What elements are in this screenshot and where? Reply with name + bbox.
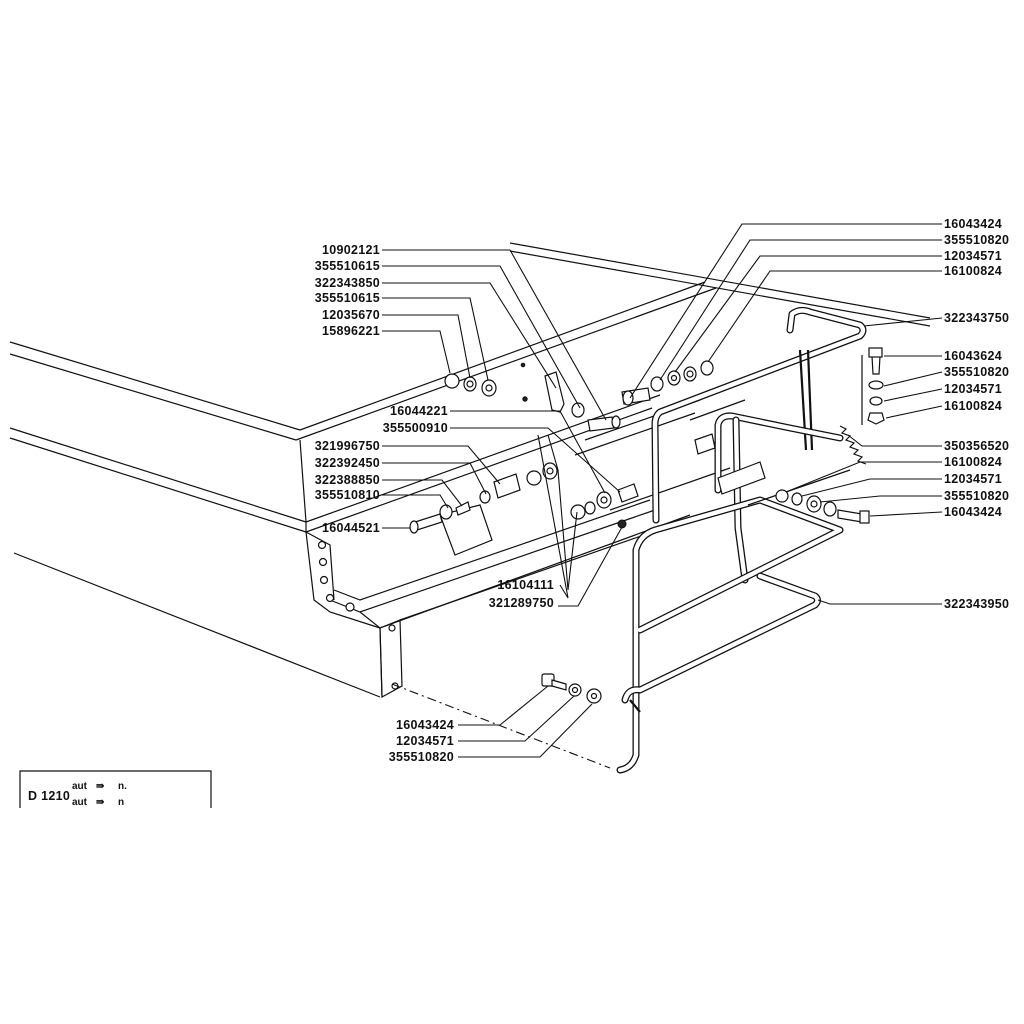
legend-arrow-1: ⇛: [96, 781, 105, 792]
label-12034571-a: 12034571: [944, 249, 1002, 263]
label-322343950: 322343950: [944, 597, 1009, 611]
legend-line2-text: aut: [72, 797, 88, 808]
label-321996750: 321996750: [315, 439, 380, 453]
label-355510615-a: 355510615: [315, 259, 380, 273]
label-16043424-a: 16043424: [944, 217, 1002, 231]
label-16104111: 16104111: [497, 578, 554, 592]
label-16044521: 16044521: [322, 521, 380, 535]
label-bottom-355510820: 355510820: [389, 750, 454, 764]
label-322392450: 322392450: [315, 456, 380, 470]
label-16043624: 16043624: [944, 349, 1002, 363]
label-10902121: 10902121: [322, 243, 380, 257]
label-bottom-16043424: 16043424: [396, 718, 454, 732]
legend-line1-text: aut: [72, 781, 88, 792]
legend-line2-suffix: n: [118, 797, 124, 808]
leader-lines: [382, 223, 943, 758]
label-350356520: 350356520: [944, 439, 1009, 453]
legend-arrow-2: ⇛: [96, 797, 105, 808]
label-16044221: 16044221: [390, 404, 448, 418]
label-12034571-c: 12034571: [944, 472, 1002, 486]
label-12034571-b: 12034571: [944, 382, 1002, 396]
label-355500910: 355500910: [383, 421, 448, 435]
label-355510820-b: 355510820: [944, 365, 1009, 379]
part-number-labels: 10902121 355510615 322343850 355510615 1…: [315, 217, 1009, 764]
hardware: [391, 347, 885, 769]
model-legend: D 1210 aut ⇛ n. aut ⇛ n: [19, 770, 212, 808]
label-355510810: 355510810: [315, 488, 380, 502]
label-16100824-a: 16100824: [944, 264, 1002, 278]
label-355510820-c: 355510820: [944, 489, 1009, 503]
label-16100824-b: 16100824: [944, 399, 1002, 413]
label-322343750: 322343750: [944, 311, 1009, 325]
label-16043424-b: 16043424: [944, 505, 1002, 519]
label-322388850: 322388850: [315, 473, 380, 487]
label-bottom-12034571: 12034571: [396, 734, 454, 748]
body-panel: [9, 242, 931, 698]
label-355510820-a: 355510820: [944, 233, 1009, 247]
label-355510615-b: 355510615: [315, 291, 380, 305]
label-12035670: 12035670: [322, 308, 380, 322]
legend-model: D 1210: [28, 789, 70, 803]
frame-tubes: [616, 306, 867, 774]
legend-line1-suffix: n.: [118, 781, 127, 792]
label-16100824-c: 16100824: [944, 455, 1002, 469]
label-322343850: 322343850: [315, 276, 380, 290]
label-321289750: 321289750: [489, 596, 554, 610]
label-15896221: 15896221: [322, 324, 380, 338]
